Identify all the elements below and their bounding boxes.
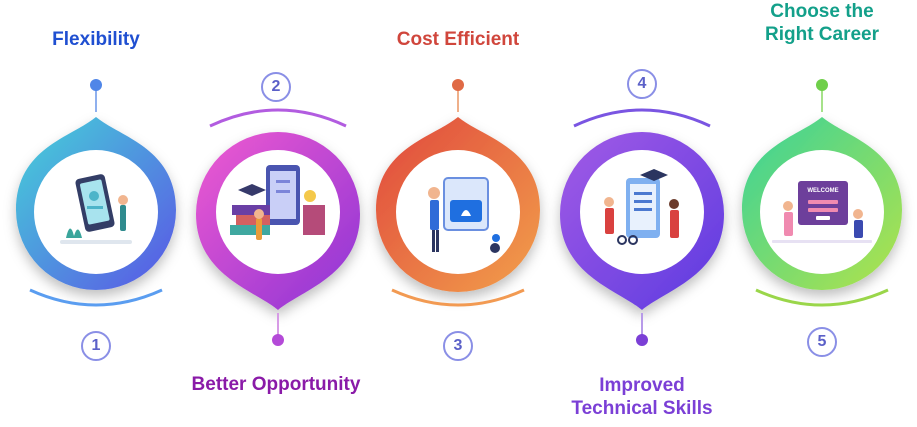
step-2-dot xyxy=(272,334,284,346)
step-4-number: 4 xyxy=(627,69,657,99)
drop-3 xyxy=(376,117,540,307)
welcome-screen-illustration: WELCOME xyxy=(772,181,872,243)
step-2-title: Better Opportunity xyxy=(191,374,361,395)
step-1-title: Flexibility xyxy=(52,29,140,50)
step-1-dot xyxy=(90,79,102,91)
step-5-title-line-1: Choose the xyxy=(770,1,874,22)
notification-screen-illustration xyxy=(428,177,500,253)
step-2-number: 2 xyxy=(261,72,291,102)
drop-4 xyxy=(560,108,724,310)
drop-5: WELCOME xyxy=(742,117,902,307)
step-2-stem xyxy=(277,313,279,337)
step-5-title-line-2: Right Career xyxy=(764,24,880,45)
drop-2 xyxy=(196,108,360,310)
step-5-number: 5 xyxy=(807,327,837,357)
online-course-illustration xyxy=(604,169,679,245)
step-4-title: Improved Technical Skills xyxy=(552,374,732,420)
step-3-title: Cost Efficient xyxy=(396,29,520,50)
step-5-stem xyxy=(821,90,823,112)
welcome-text: WELCOME xyxy=(807,188,838,194)
step-4-title-line-2: Technical Skills xyxy=(571,398,713,419)
step-1-number: 1 xyxy=(81,331,111,361)
step-3-dot xyxy=(452,79,464,91)
learning-books-illustration xyxy=(230,165,325,240)
drop-1 xyxy=(16,117,176,307)
step-1-stem xyxy=(95,90,97,112)
step-4-dot xyxy=(636,334,648,346)
step-5-dot xyxy=(816,79,828,91)
step-4-title-line-1: Improved xyxy=(599,375,685,396)
mobile-profile-illustration xyxy=(60,174,132,244)
step-5-title: Choose the Right Career xyxy=(742,0,902,46)
step-3-stem xyxy=(457,90,459,112)
step-3-number: 3 xyxy=(443,331,473,361)
step-4-stem xyxy=(641,313,643,337)
